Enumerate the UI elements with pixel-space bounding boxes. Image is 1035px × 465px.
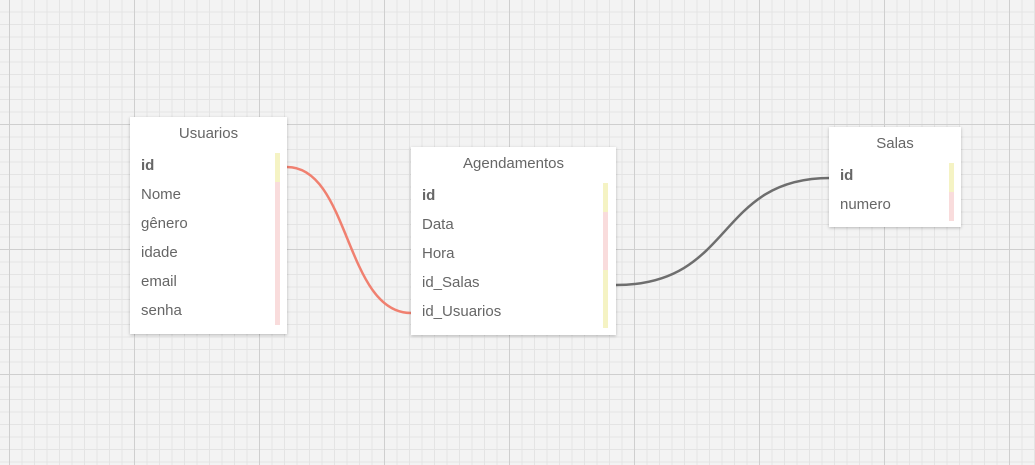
field-marker bbox=[603, 212, 608, 270]
field-idade[interactable]: idade bbox=[141, 244, 178, 261]
field-hora[interactable]: Hora bbox=[422, 245, 455, 262]
primary-key-marker bbox=[275, 153, 280, 182]
foreign-key-marker bbox=[603, 270, 608, 328]
field-numero[interactable]: numero bbox=[840, 196, 891, 213]
field-list: id Nome gênero idade email senha bbox=[130, 151, 287, 325]
field-marker bbox=[949, 192, 954, 221]
field-data[interactable]: Data bbox=[422, 216, 454, 233]
relation-line-salas-agendamentos[interactable] bbox=[615, 176, 831, 287]
field-id[interactable]: id bbox=[422, 187, 436, 204]
table-usuarios[interactable]: Usuarios id Nome gênero idade email senh… bbox=[130, 117, 287, 334]
table-title: Agendamentos bbox=[463, 155, 564, 172]
primary-key-marker bbox=[949, 163, 954, 192]
field-senha[interactable]: senha bbox=[141, 302, 182, 319]
primary-key-marker bbox=[603, 183, 608, 212]
field-list: id numero bbox=[829, 161, 961, 221]
relation-line-usuarios-agendamentos[interactable] bbox=[286, 165, 412, 315]
field-email[interactable]: email bbox=[141, 273, 177, 290]
field-list: id Data Hora id_Salas id_Usuarios bbox=[411, 181, 616, 328]
field-genero[interactable]: gênero bbox=[141, 215, 188, 232]
table-title: Salas bbox=[876, 135, 914, 152]
table-agendamentos[interactable]: Agendamentos id Data Hora id_Salas id_Us… bbox=[411, 147, 616, 335]
field-marker bbox=[275, 182, 280, 325]
field-id-salas[interactable]: id_Salas bbox=[422, 274, 480, 291]
table-title: Usuarios bbox=[178, 125, 239, 142]
field-id-usuarios[interactable]: id_Usuarios bbox=[422, 303, 502, 320]
field-nome[interactable]: Nome bbox=[141, 186, 182, 203]
table-salas[interactable]: Salas id numero bbox=[829, 127, 961, 227]
field-id[interactable]: id bbox=[141, 157, 155, 174]
field-id[interactable]: id bbox=[840, 167, 854, 184]
